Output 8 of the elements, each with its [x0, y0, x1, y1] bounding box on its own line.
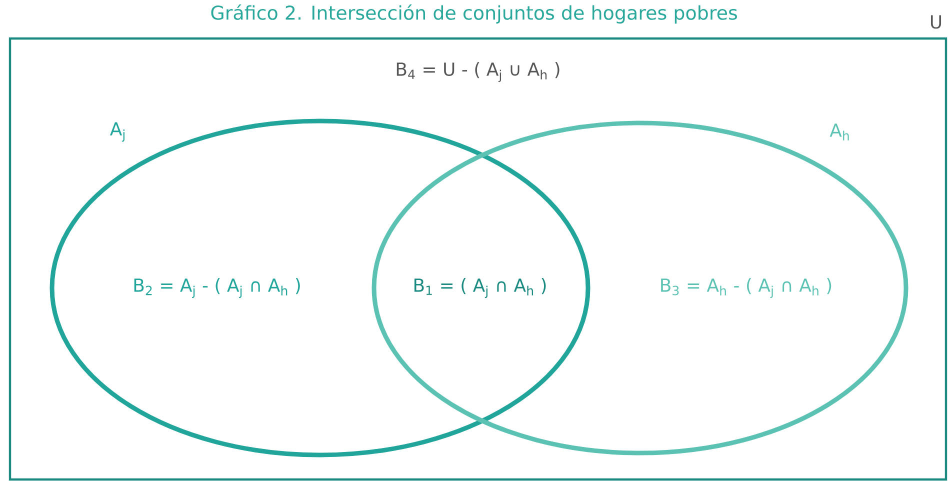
set-formula: B$_{4}$ = U - ( A$_{j}$ ∪ A$_{h}$ ) — [396, 62, 560, 82]
set-name: U — [930, 15, 942, 29]
set-formula: B$_{3}$ = A$_{h}$ - ( A$_{j}$ ∩ A$_{h}$ ) — [661, 278, 832, 298]
chart-title: Gráfico 2. Intersección de conjuntos de hogares pobres — [211, 4, 737, 24]
set-formula: B$_{2}$ = A$_{j}$ - ( A$_{j}$ ∩ A$_{h}$ ) — [134, 278, 300, 298]
set-formula: B$_{1}$ = ( A$_{j}$ ∩ A$_{h}$ ) — [414, 278, 546, 298]
set-name: A$_{j}$ — [110, 122, 124, 142]
set-name: A$_{h}$ — [830, 124, 849, 140]
